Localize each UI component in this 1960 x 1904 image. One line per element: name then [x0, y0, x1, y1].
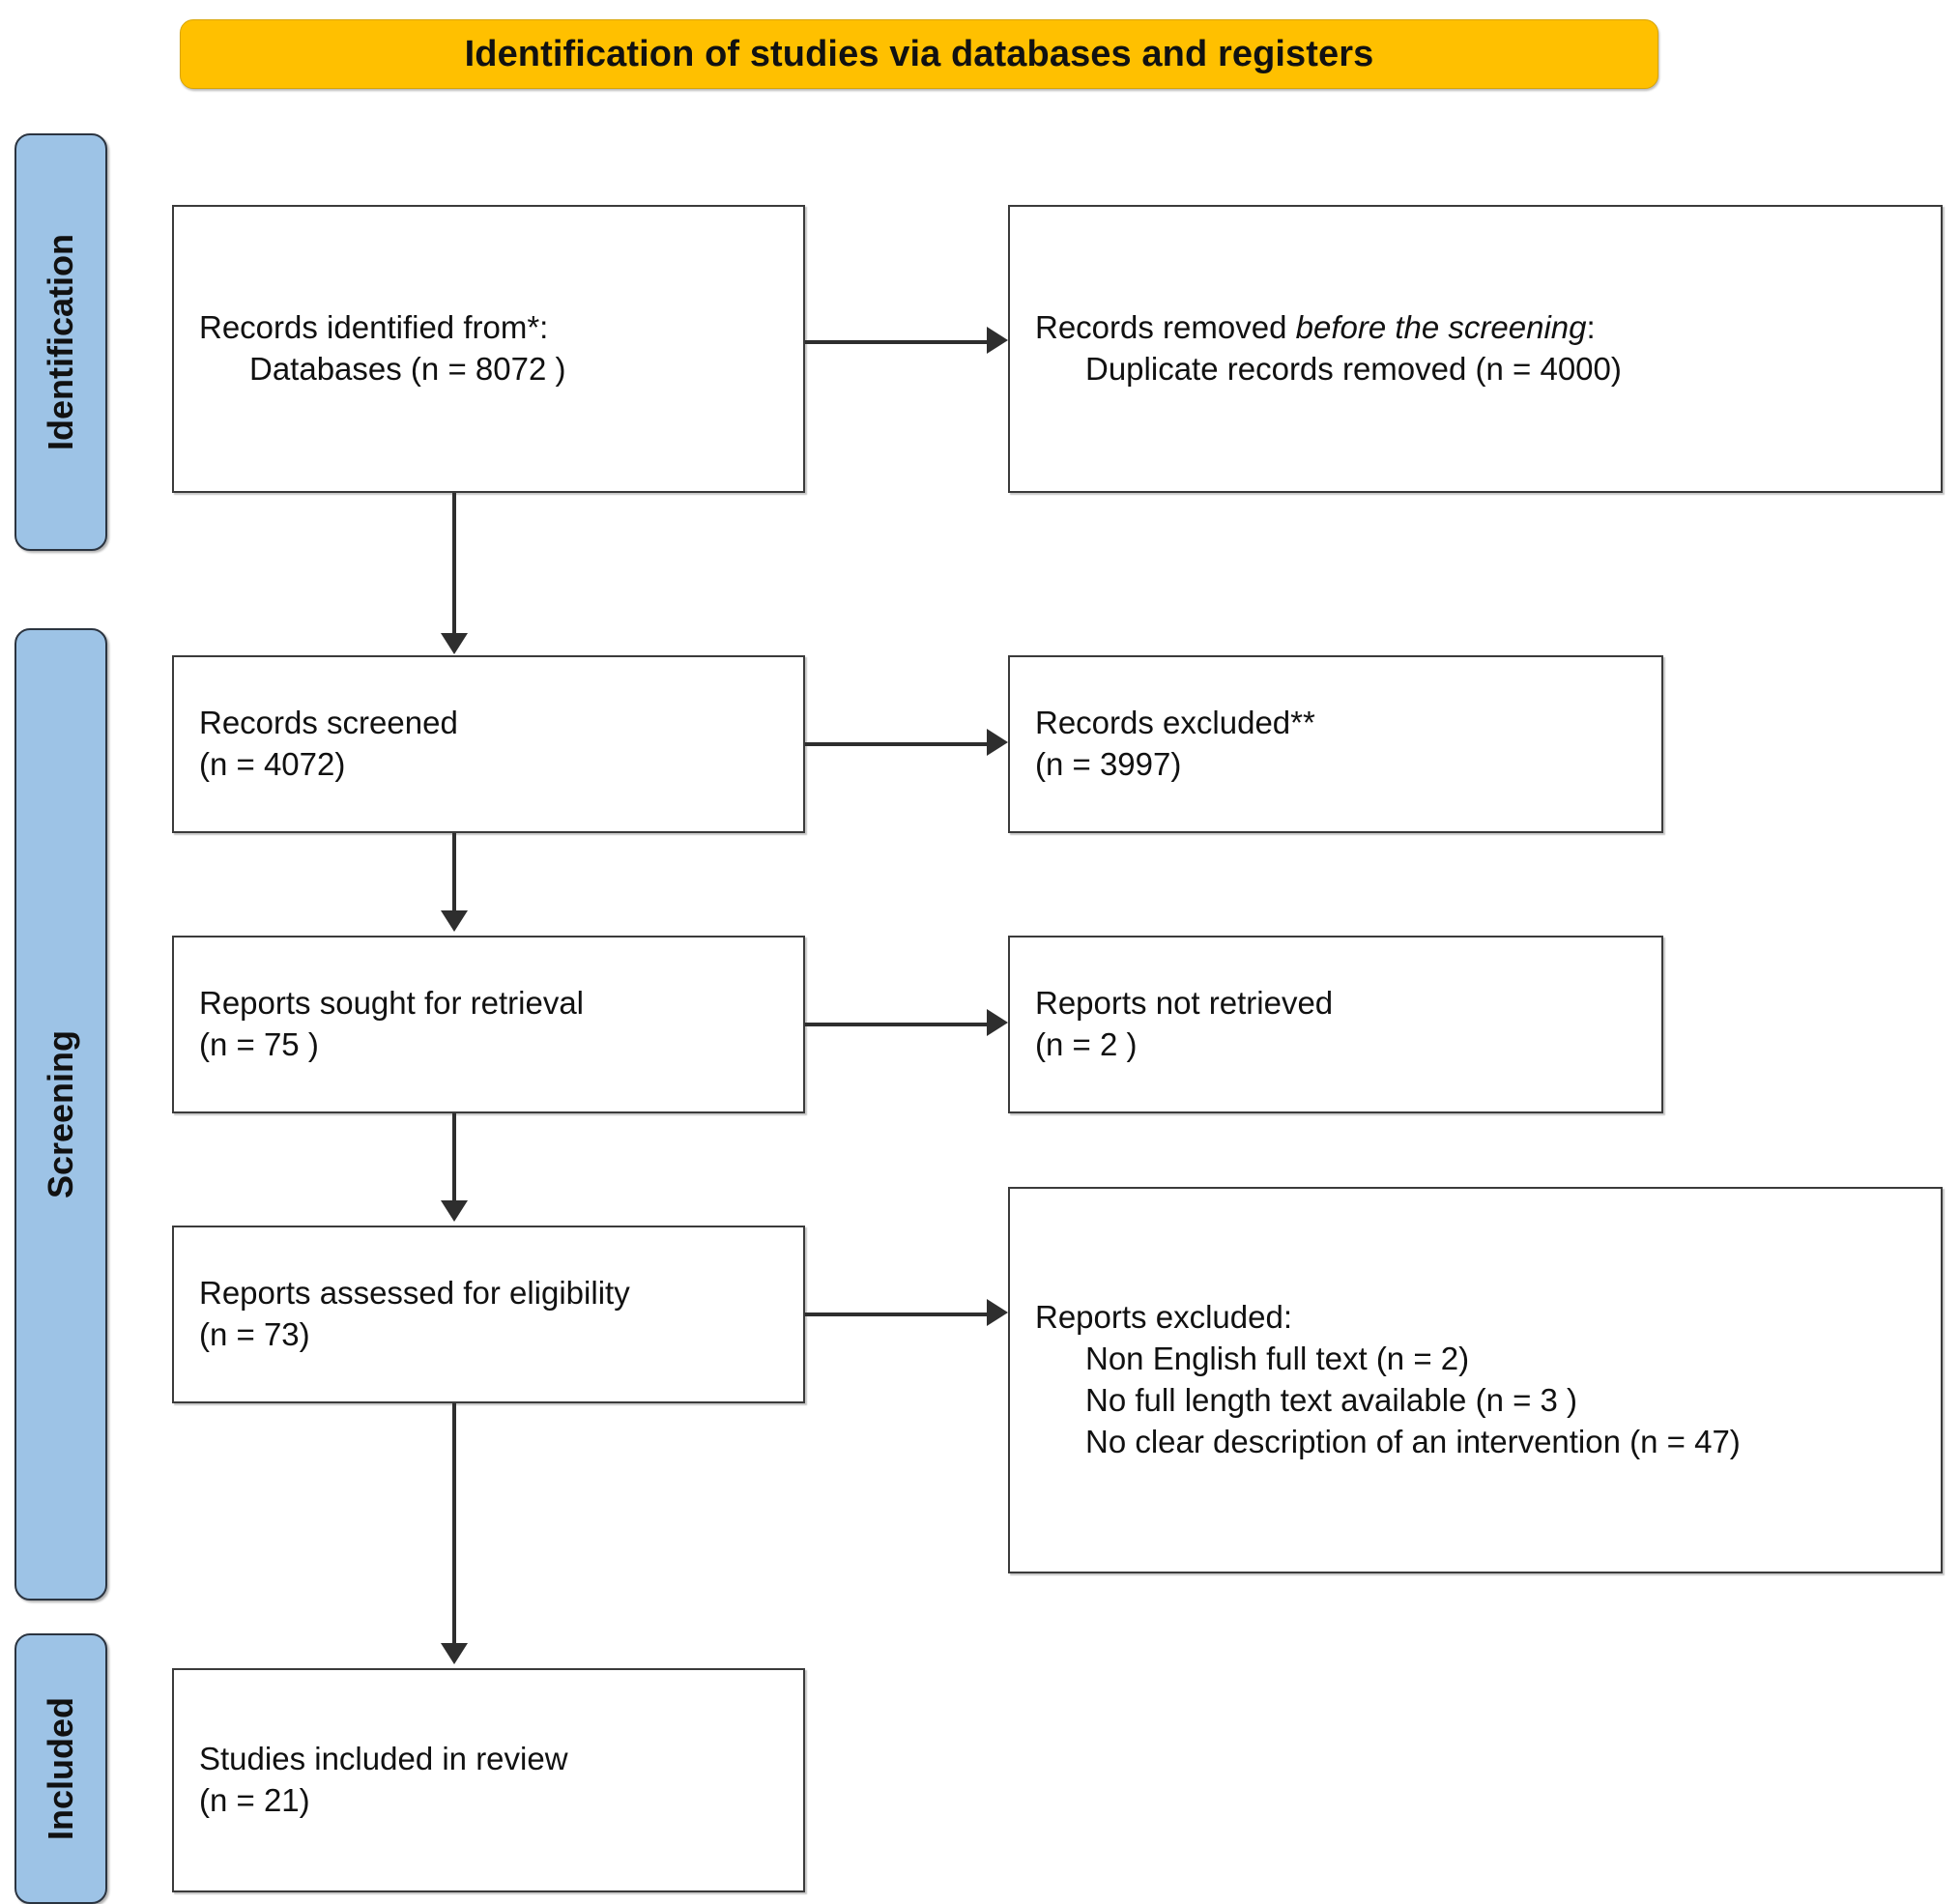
- reports-assessed-line-2: (n = 73): [199, 1316, 310, 1352]
- reports-excluded-line-1: Reports excluded:: [1035, 1299, 1292, 1336]
- stage-tab-screening-label: Screening: [41, 1029, 80, 1199]
- connector-assessed-to-excluded: [805, 1313, 987, 1316]
- reports-excluded-line-2: Non English full text (n = 2): [1085, 1341, 1470, 1377]
- arrowhead-assessed-to-excluded: [987, 1299, 1008, 1326]
- box-reports-assessed[interactable]: Reports assessed for eligibility (n = 73…: [172, 1226, 805, 1403]
- diagram-title: Identification of studies via databases …: [464, 33, 1374, 74]
- records-excluded-line-1: Records excluded**: [1035, 705, 1315, 741]
- arrowhead-assessed-to-included: [441, 1643, 468, 1664]
- box-reports-excluded[interactable]: Reports excluded: Non English full text …: [1008, 1187, 1943, 1573]
- records-identified-line-1: Records identified from*:: [199, 309, 549, 346]
- records-excluded-line-2: (n = 3997): [1035, 746, 1182, 782]
- stage-tab-screening[interactable]: Screening: [14, 628, 107, 1601]
- reports-not-retrieved-line-2: (n = 2 ): [1035, 1026, 1138, 1062]
- box-reports-sought[interactable]: Reports sought for retrieval (n = 75 ): [172, 936, 805, 1113]
- connector-sought-to-assessed: [452, 1113, 456, 1210]
- connector-assessed-to-included: [452, 1403, 456, 1655]
- records-screened-line-1: Records screened: [199, 705, 458, 741]
- box-records-excluded[interactable]: Records excluded** (n = 3997): [1008, 655, 1663, 833]
- connector-screened-to-excluded: [805, 742, 987, 746]
- box-studies-included[interactable]: Studies included in review (n = 21): [172, 1668, 805, 1892]
- records-removed-line-1-suffix: :: [1586, 309, 1596, 346]
- records-screened-line-2: (n = 4072): [199, 746, 346, 782]
- reports-sought-line-1: Reports sought for retrieval: [199, 985, 585, 1022]
- records-removed-line-1-italic: before the screening: [1295, 309, 1587, 346]
- studies-included-line-1: Studies included in review: [199, 1741, 568, 1777]
- arrowhead-sought-to-assessed: [441, 1200, 468, 1222]
- box-records-identified[interactable]: Records identified from*: Databases (n =…: [172, 205, 805, 493]
- records-identified-line-2: Databases (n = 8072 ): [249, 351, 566, 387]
- stage-tab-included-label: Included: [41, 1696, 81, 1841]
- box-records-screened[interactable]: Records screened (n = 4072): [172, 655, 805, 833]
- stage-tab-included[interactable]: Included: [14, 1633, 107, 1904]
- reports-sought-line-2: (n = 75 ): [199, 1026, 319, 1062]
- connector-screened-to-sought: [452, 833, 456, 920]
- reports-excluded-line-4: No clear description of an intervention …: [1085, 1423, 1741, 1459]
- diagram-header-banner: Identification of studies via databases …: [180, 19, 1658, 89]
- arrowhead-screened-to-excluded: [987, 729, 1008, 756]
- connector-identified-to-removed: [805, 340, 987, 344]
- connector-identified-to-screened: [452, 493, 456, 643]
- connector-sought-to-not-retrieved: [805, 1023, 987, 1026]
- studies-included-line-2: (n = 21): [199, 1782, 310, 1818]
- reports-not-retrieved-line-1: Reports not retrieved: [1035, 985, 1334, 1022]
- arrowhead-identified-to-screened: [441, 633, 468, 654]
- records-removed-line-1-prefix: Records removed: [1035, 309, 1296, 346]
- reports-excluded-line-3: No full length text available (n = 3 ): [1085, 1382, 1578, 1418]
- arrowhead-sought-to-not-retrieved: [987, 1009, 1008, 1036]
- stage-tab-identification[interactable]: Identification: [14, 133, 107, 551]
- arrowhead-screened-to-sought: [441, 910, 468, 932]
- reports-assessed-line-1: Reports assessed for eligibility: [199, 1275, 630, 1312]
- box-records-removed[interactable]: Records removed before the screening: Du…: [1008, 205, 1943, 493]
- box-reports-not-retrieved[interactable]: Reports not retrieved (n = 2 ): [1008, 936, 1663, 1113]
- stage-tab-identification-label: Identification: [41, 234, 80, 450]
- arrowhead-identified-to-removed: [987, 327, 1008, 354]
- records-removed-line-2: Duplicate records removed (n = 4000): [1085, 351, 1622, 387]
- records-removed-line-1: Records removed before the screening:: [1035, 307, 1927, 349]
